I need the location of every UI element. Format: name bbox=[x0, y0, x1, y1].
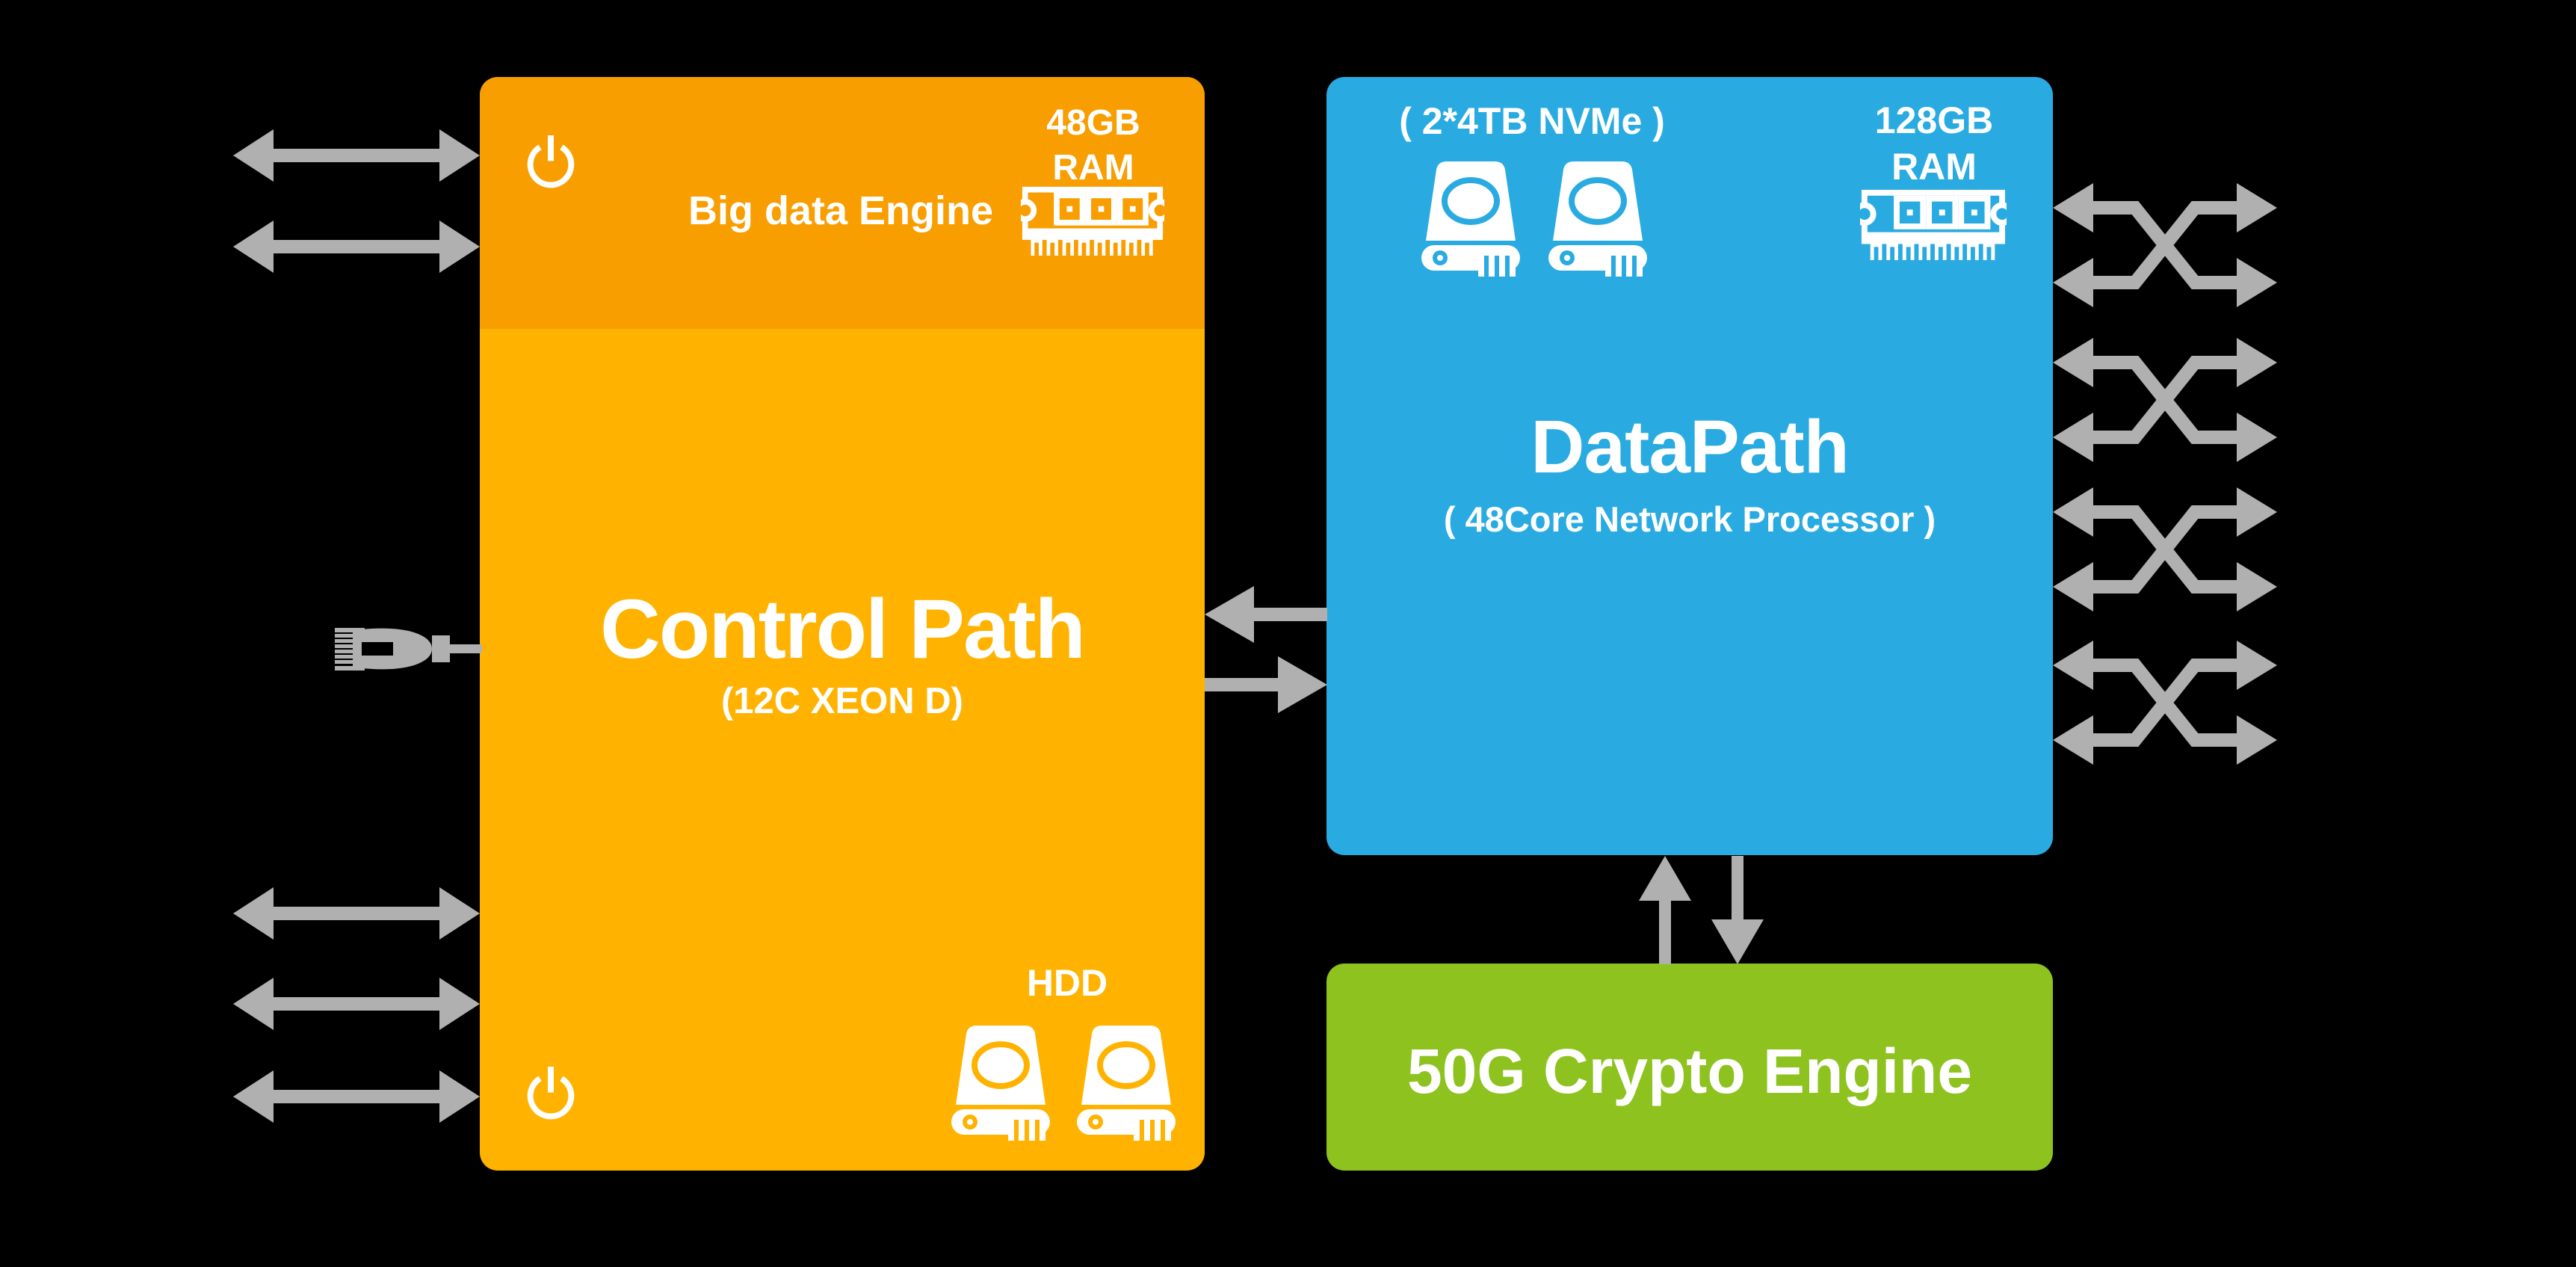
datapath-ram-text: RAM bbox=[1891, 146, 1977, 188]
disk-drive-icon bbox=[1548, 161, 1647, 277]
datapath-ram-label: 128GB RAM bbox=[1859, 97, 2009, 190]
disk-drive-icon bbox=[1077, 1026, 1176, 1141]
bidirectional-arrow-icon bbox=[233, 129, 480, 182]
bidirectional-arrow-icon bbox=[233, 1070, 480, 1123]
bidirectional-arrow-icon bbox=[233, 221, 480, 273]
bidirectional-arrow-icon bbox=[233, 978, 480, 1030]
ram-stick-icon bbox=[1860, 189, 2007, 260]
hdd-label: HDD bbox=[1026, 962, 1108, 1004]
nvme-label: ( 2*4TB NVMe ) bbox=[1399, 100, 1665, 142]
arrow-down-icon bbox=[1711, 856, 1764, 964]
disk-drive-icon bbox=[951, 1026, 1050, 1141]
crypto-engine-box bbox=[1326, 964, 2053, 1171]
crossover-arrows-icon bbox=[2053, 641, 2277, 765]
crypto-engine-title: 50G Crypto Engine bbox=[1406, 1036, 1973, 1106]
arrow-right-icon bbox=[1205, 656, 1327, 713]
control-ram-text: RAM bbox=[1052, 148, 1134, 188]
disk-drive-icon bbox=[1421, 161, 1520, 277]
control-path-title: Control Path bbox=[600, 582, 1086, 676]
control-path-subtitle: (12C XEON D) bbox=[720, 681, 963, 721]
crossover-arrows-icon bbox=[2053, 487, 2277, 611]
bidirectional-arrow-icon bbox=[233, 887, 480, 940]
arrow-up-icon bbox=[1639, 856, 1691, 964]
datapath-title: DataPath bbox=[1531, 405, 1849, 489]
power-icon bbox=[527, 135, 575, 188]
power-icon bbox=[527, 1067, 575, 1120]
big-data-engine-label: Big data Engine bbox=[688, 188, 994, 233]
crossover-arrows-icon bbox=[2053, 183, 2277, 307]
ethernet-plug-icon bbox=[335, 628, 482, 671]
control-ram-label: 48GB RAM bbox=[1019, 101, 1168, 191]
control-ram-size: 48GB bbox=[1046, 103, 1140, 143]
datapath-subtitle: ( 48Core Network Processor ) bbox=[1443, 499, 1936, 539]
datapath-ram-size: 128GB bbox=[1874, 99, 1994, 141]
crossover-arrows-icon bbox=[2053, 338, 2277, 462]
ram-stick-icon bbox=[1021, 186, 1164, 256]
arrow-left-icon bbox=[1205, 586, 1327, 643]
